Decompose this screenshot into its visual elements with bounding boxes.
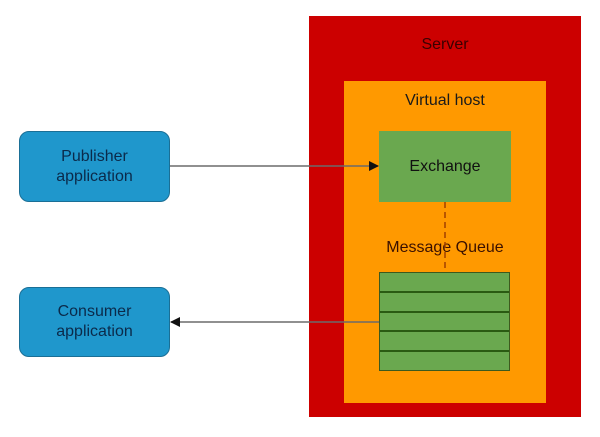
publisher-label-line2: application bbox=[56, 167, 133, 185]
queue-slot bbox=[380, 352, 509, 370]
consumer-label-line1: Consumer bbox=[57, 303, 132, 320]
message-queue-label: Message Queue bbox=[386, 239, 504, 256]
publisher-application-node[interactable]: Publisher application bbox=[19, 131, 170, 202]
exchange-node[interactable]: Exchange bbox=[379, 131, 511, 202]
exchange-label: Exchange bbox=[409, 157, 481, 175]
publisher-label-line1: Publisher bbox=[61, 147, 128, 165]
queue-slot bbox=[380, 313, 509, 333]
server-label: Server bbox=[421, 36, 469, 53]
virtual-host-label: Virtual host bbox=[405, 92, 485, 109]
message-queue-node[interactable] bbox=[379, 272, 510, 371]
queue-slot bbox=[380, 273, 509, 293]
queue-slot bbox=[380, 293, 509, 313]
consumer-label-line2: application bbox=[56, 323, 133, 340]
consumer-application-node[interactable]: Consumer application bbox=[19, 287, 170, 357]
queue-slot bbox=[380, 332, 509, 353]
